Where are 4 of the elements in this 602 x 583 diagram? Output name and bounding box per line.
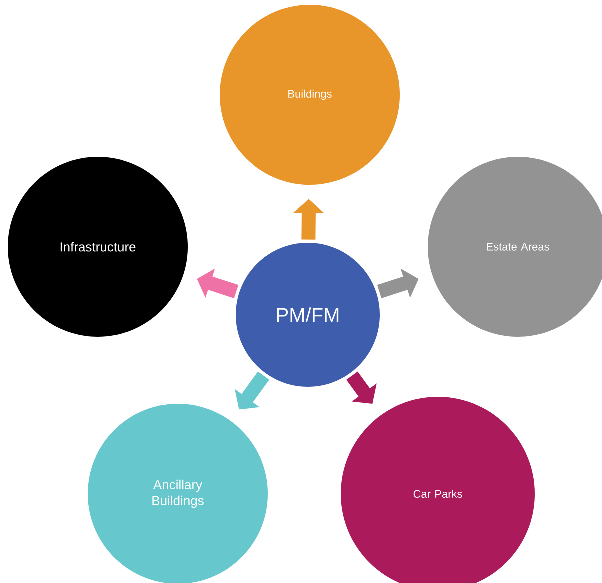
block-arrow: [346, 372, 377, 404]
circle-node: Buildings: [220, 5, 400, 185]
circle-node: PM/FM: [236, 243, 380, 387]
circle-node: Infrastructure: [8, 157, 188, 337]
